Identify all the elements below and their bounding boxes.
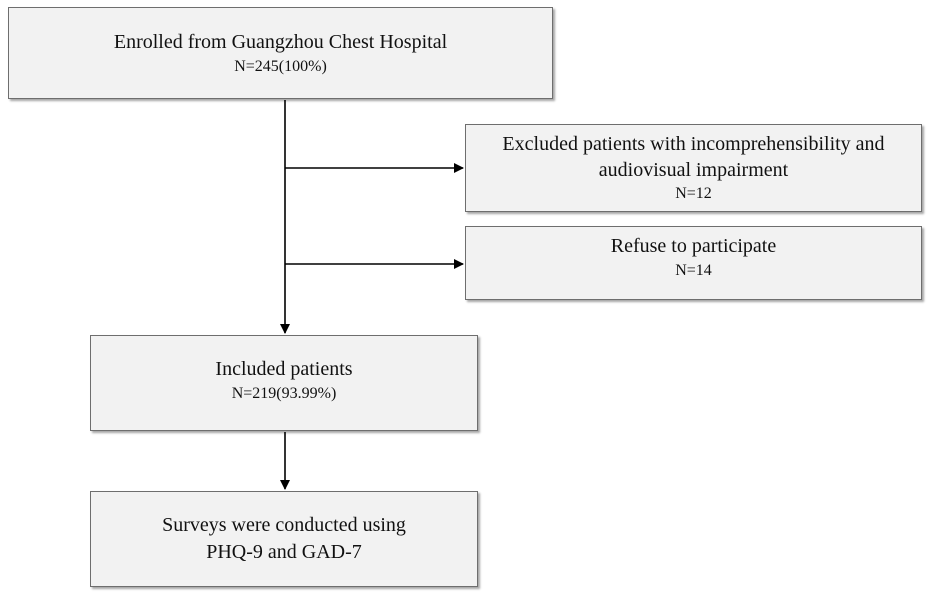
included-count: N=219(93.99%) bbox=[231, 385, 337, 402]
surveys-box: Surveys were conducted using PHQ-9 and G… bbox=[90, 491, 478, 587]
excluded-count: N=12 bbox=[675, 185, 712, 202]
included-box: Included patients N=219(93.99%) bbox=[90, 335, 478, 431]
refuse-count: N=14 bbox=[675, 262, 712, 279]
surveys-line2: PHQ-9 and GAD-7 bbox=[206, 541, 362, 563]
included-title: Included patients bbox=[215, 358, 353, 380]
enrolled-box: Enrolled from Guangzhou Chest Hospital N… bbox=[8, 7, 553, 99]
refuse-box: Refuse to participate N=14 bbox=[465, 226, 922, 300]
enrolled-count: N=245(100%) bbox=[234, 57, 327, 75]
excluded-line2: audiovisual impairment bbox=[598, 159, 789, 181]
surveys-line1: Surveys were conducted using bbox=[162, 514, 406, 536]
excluded-box: Excluded patients with incomprehensibili… bbox=[465, 124, 922, 212]
enrolled-title: Enrolled from Guangzhou Chest Hospital bbox=[113, 30, 448, 53]
excluded-line1: Excluded patients with incomprehensibili… bbox=[502, 133, 885, 155]
refuse-title: Refuse to participate bbox=[610, 235, 777, 257]
